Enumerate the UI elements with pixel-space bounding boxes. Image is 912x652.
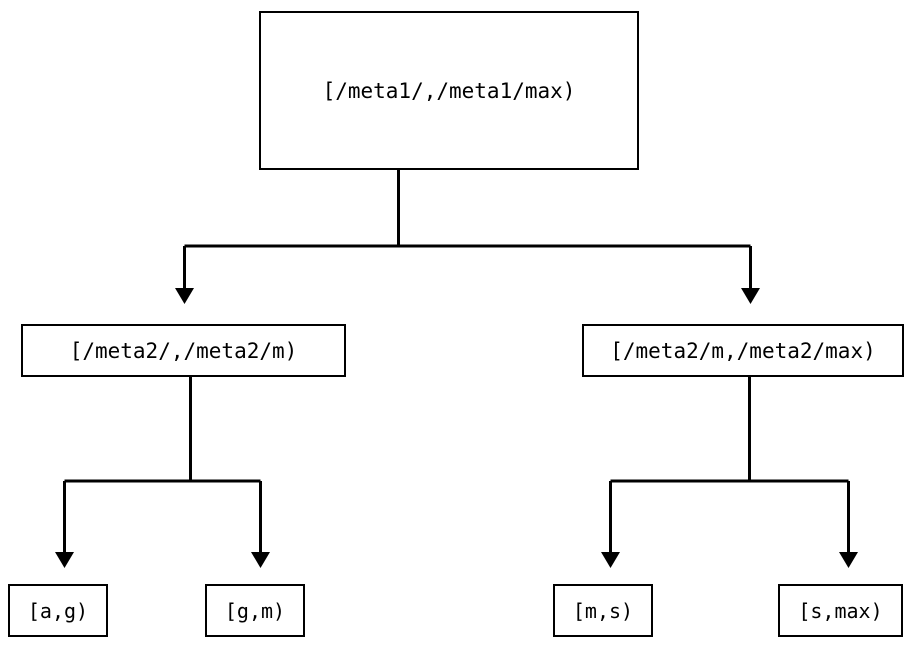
leaf-node-m-s-label: [m,s) xyxy=(572,598,634,623)
edge-mid-right-to-leaf-3 xyxy=(601,376,849,568)
leaf-node-s-max-label: [s,max) xyxy=(798,598,883,623)
edge-mid-right-to-leaf-4 xyxy=(839,481,858,568)
leaf-node-m-s[interactable]: [m,s) xyxy=(553,584,653,637)
arrowhead-icon xyxy=(55,552,74,568)
root-node-label: [/meta1/,/meta1/max) xyxy=(322,78,576,103)
arrowhead-icon xyxy=(251,552,270,568)
mid-node-right-label: [/meta2/m,/meta2/max) xyxy=(610,338,876,363)
mid-node-left-label: [/meta2/,/meta2/m) xyxy=(69,338,298,363)
edge-root-to-mid-left xyxy=(175,169,751,304)
arrowhead-icon xyxy=(601,552,620,568)
leaf-node-g-m[interactable]: [g,m) xyxy=(205,584,305,637)
edge-mid-left-to-leaf-1 xyxy=(55,376,261,568)
mid-node-left[interactable]: [/meta2/,/meta2/m) xyxy=(21,324,346,377)
arrowhead-icon xyxy=(741,288,760,304)
leaf-node-a-g[interactable]: [a,g) xyxy=(8,584,108,637)
arrowhead-icon xyxy=(175,288,194,304)
edge-mid-left-to-leaf-2 xyxy=(251,481,270,568)
leaf-node-s-max[interactable]: [s,max) xyxy=(778,584,903,637)
edge-root-to-mid-right xyxy=(741,246,760,304)
leaf-node-g-m-label: [g,m) xyxy=(224,598,286,623)
arrowhead-icon xyxy=(839,552,858,568)
root-node[interactable]: [/meta1/,/meta1/max) xyxy=(259,11,639,170)
leaf-node-a-g-label: [a,g) xyxy=(27,598,89,623)
mid-node-right[interactable]: [/meta2/m,/meta2/max) xyxy=(582,324,904,377)
